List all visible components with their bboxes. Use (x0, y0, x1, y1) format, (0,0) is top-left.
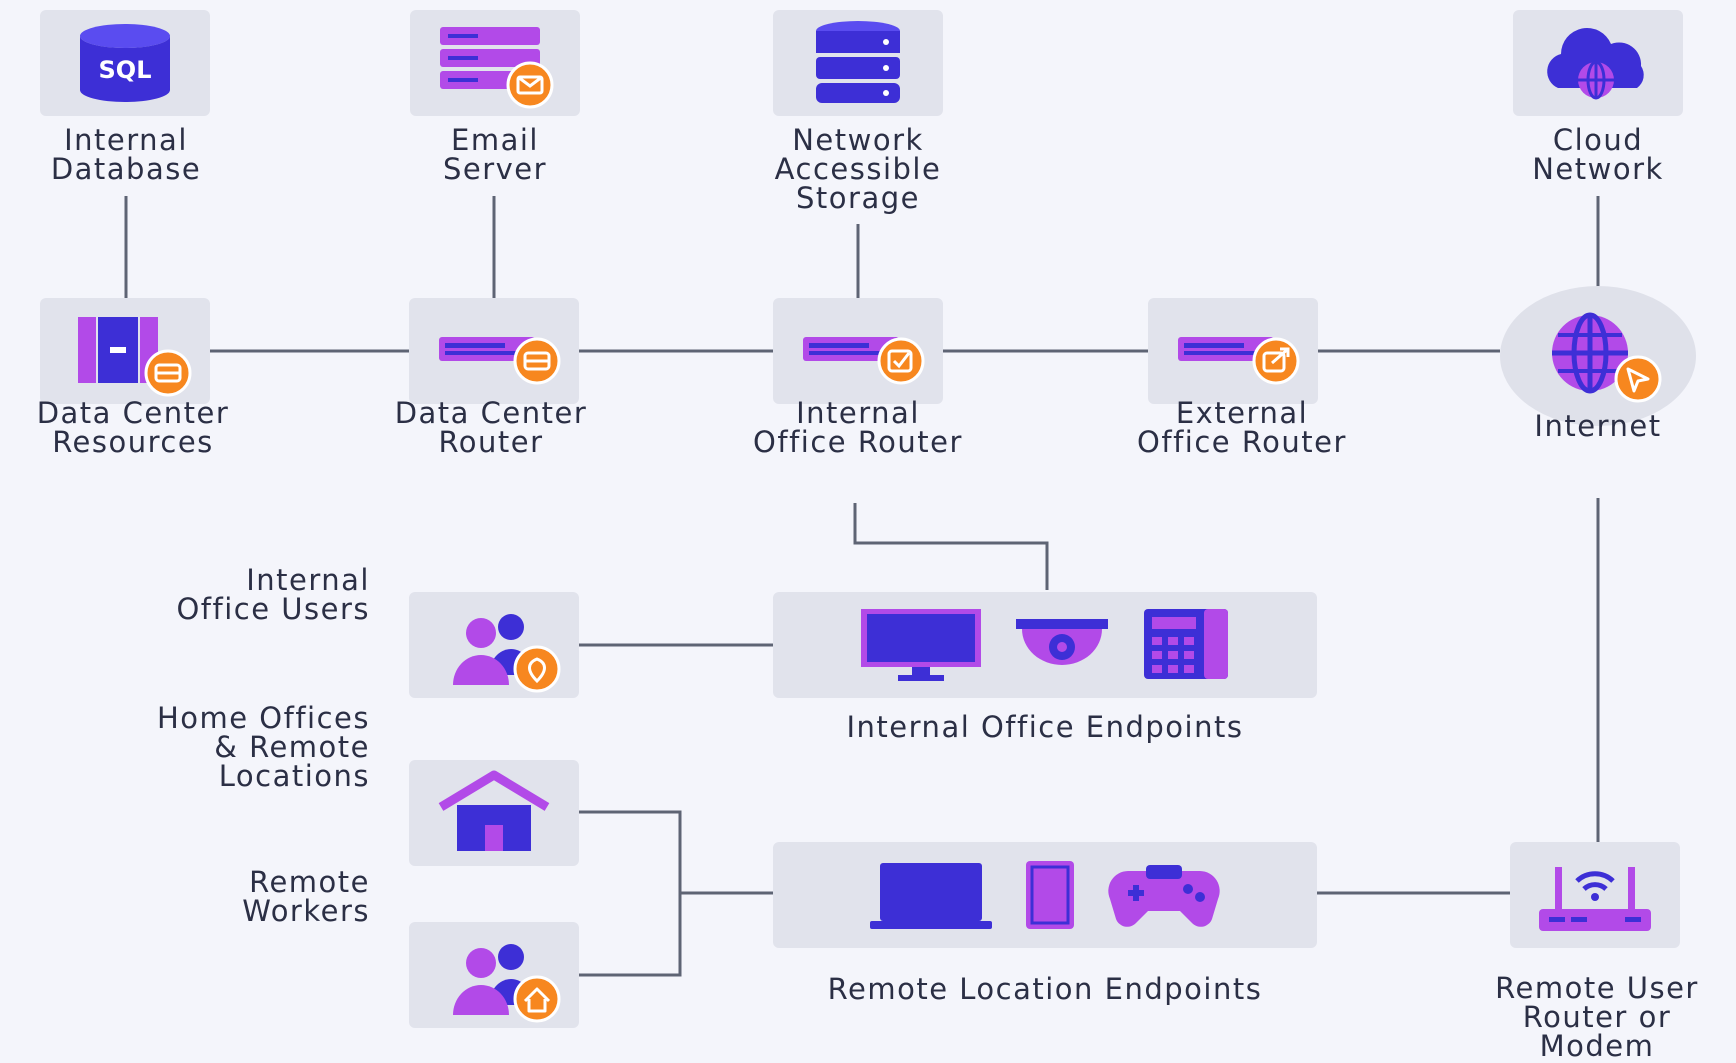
router-switch-icon (803, 337, 925, 385)
label-line: Database (50, 152, 202, 186)
label-line: Resources (52, 425, 214, 459)
label-line: Office Router (1137, 425, 1347, 459)
storage-stack-icon (816, 21, 900, 103)
label-line: Internet (1534, 409, 1662, 443)
home-offices-label: Home Offices & Remote Locations (80, 704, 370, 791)
network-storage-label: Network Accessible Storage (748, 126, 968, 213)
data-center-resources-node (40, 298, 210, 404)
users-icon (453, 944, 561, 1023)
label-line: Office Users (176, 592, 370, 626)
internal-database-node: SQL (40, 10, 210, 116)
router-switch-icon (439, 337, 561, 385)
database-icon: SQL (80, 24, 170, 102)
house-icon (438, 770, 550, 851)
gamepad-icon (1108, 865, 1220, 927)
label-line: Workers (242, 894, 370, 928)
camera-icon (1016, 619, 1108, 665)
tablet-icon (1026, 861, 1074, 929)
label-line: Internal (796, 396, 920, 430)
label-line: Home Offices (156, 701, 370, 735)
label-line: Internal Office Endpoints (846, 710, 1244, 744)
data-center-router-node (409, 298, 579, 404)
external-office-router-label: External Office Router (1102, 399, 1382, 457)
email-server-node (410, 10, 580, 116)
label-line: Router or (1522, 1000, 1672, 1034)
label-line: Internal (64, 123, 188, 157)
label-line: Modem (1539, 1029, 1655, 1063)
monitor-icon (861, 609, 981, 681)
label-line: External (1175, 396, 1309, 430)
data-center-router-label: Data Center Router (366, 399, 616, 457)
label-line: Storage (796, 181, 920, 215)
label-line: Remote Location Endpoints (827, 972, 1263, 1006)
internal-office-router-label: Internal Office Router (718, 399, 998, 457)
label-line: Locations (218, 759, 370, 793)
internal-database-label: Internal Database (20, 126, 232, 184)
external-office-router-node (1148, 298, 1318, 404)
cloud-icon (1547, 28, 1644, 100)
globe-icon (1552, 312, 1662, 403)
label-line: Remote User (1495, 971, 1699, 1005)
label-line: Network (792, 123, 924, 157)
label-line: Router (438, 425, 544, 459)
internet-label: Internet (1500, 412, 1696, 441)
label-line: Internal (246, 563, 370, 597)
label-line: Data Center (36, 396, 230, 430)
network-storage-node (773, 10, 943, 116)
wifi-router-icon (1539, 867, 1651, 931)
remote-user-router-node (1510, 842, 1680, 948)
internal-office-users-label: Internal Office Users (100, 566, 370, 624)
cloud-network-node (1513, 10, 1683, 116)
router-switch-icon (1178, 337, 1300, 385)
label-line: Office Router (753, 425, 963, 459)
label-line: & Remote (214, 730, 370, 764)
laptop-icon (870, 863, 992, 929)
remote-user-router-label: Remote User Router or Modem (1462, 974, 1732, 1061)
remote-workers-label: Remote Workers (100, 868, 370, 926)
label-line: Network (1532, 152, 1664, 186)
remote-workers-node (409, 922, 579, 1028)
label-line: Data Center (394, 396, 588, 430)
label-line: Remote (249, 865, 370, 899)
server-rack-icon (440, 27, 554, 109)
label-line: Cloud (1552, 123, 1644, 157)
link-home-remote-join (579, 810, 682, 977)
server-cabinet-icon (78, 317, 192, 397)
label-line: Server (442, 152, 548, 186)
remote-location-endpoints-node (773, 842, 1317, 948)
users-icon (453, 614, 561, 693)
sql-badge-text: SQL (99, 56, 152, 84)
remote-endpoint-icons (866, 855, 1224, 935)
internal-endpoint-icons (856, 605, 1234, 685)
phone-icon (1144, 609, 1228, 679)
home-offices-node (409, 760, 579, 866)
label-line: Email (451, 123, 539, 157)
internal-office-endpoints-node (773, 592, 1317, 698)
label-line: Accessible (774, 152, 942, 186)
email-server-label: Email Server (398, 126, 592, 184)
internal-office-endpoints-label: Internal Office Endpoints (773, 657, 1317, 742)
internet-node (1500, 286, 1696, 426)
link-internal-router-endpoints (853, 503, 1049, 590)
internal-office-router-node (773, 298, 943, 404)
cloud-network-label: Cloud Network (1490, 126, 1706, 184)
remote-location-endpoints-label: Remote Location Endpoints (760, 975, 1330, 1004)
internal-office-users-node (409, 592, 579, 698)
data-center-resources-label: Data Center Resources (8, 399, 258, 457)
